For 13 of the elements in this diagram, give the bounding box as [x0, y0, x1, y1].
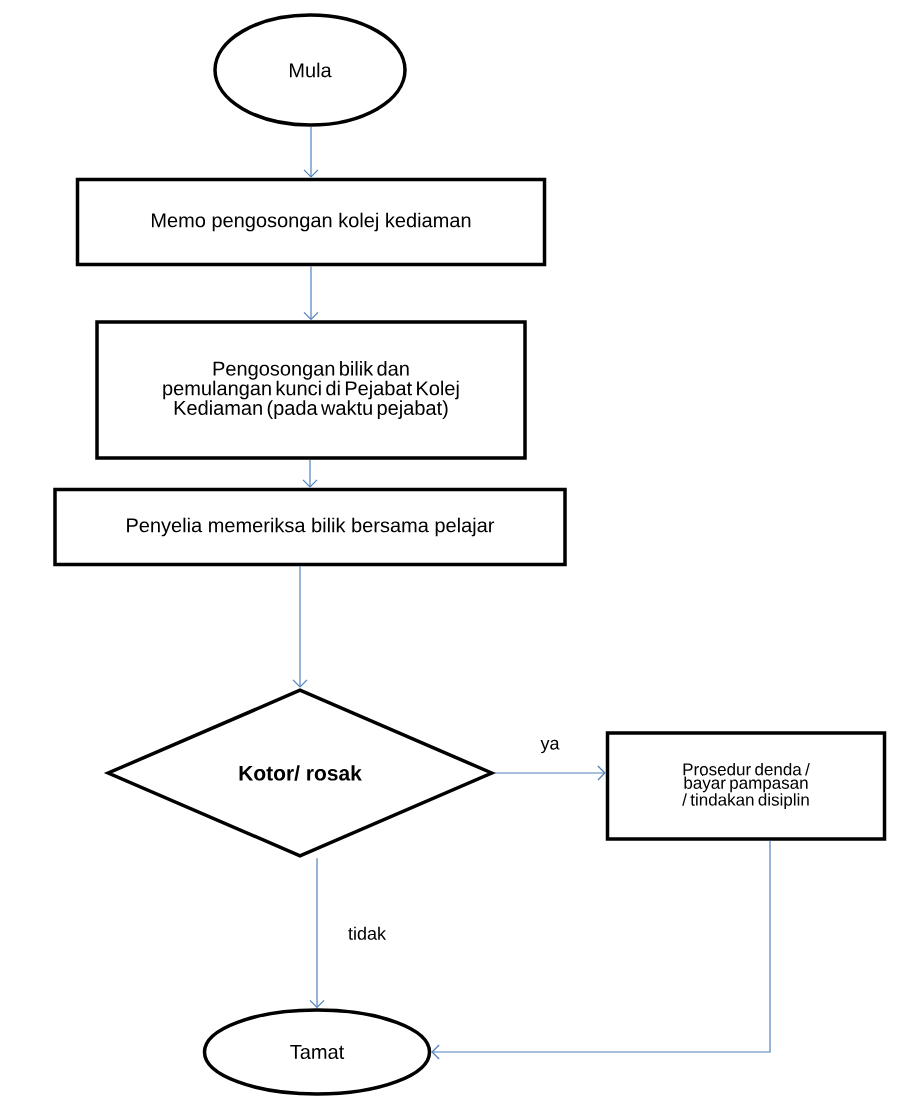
arrow [302, 459, 318, 488]
process-box: Prosedur denda / bayar pampasan / tindakan disiplin [605, 731, 887, 841]
arrow [303, 126, 319, 178]
edge-label: ya [539, 738, 561, 755]
arrow [292, 565, 308, 688]
process-box: Pengosongan bilik dan pemulangan kunci di Pejabat Kolej Kediaman (pada waktu pejabat) [95, 320, 527, 460]
arrow [303, 265, 319, 321]
arrow [431, 840, 771, 1060]
process-box: Memo pengosongan kolej kediaman [75, 177, 547, 267]
arrow [493, 765, 606, 781]
edge-label: tidak [347, 925, 387, 941]
process-box: Penyelia memeriksa bilik bersama pelajar [53, 487, 567, 567]
arrow [309, 857, 325, 1009]
